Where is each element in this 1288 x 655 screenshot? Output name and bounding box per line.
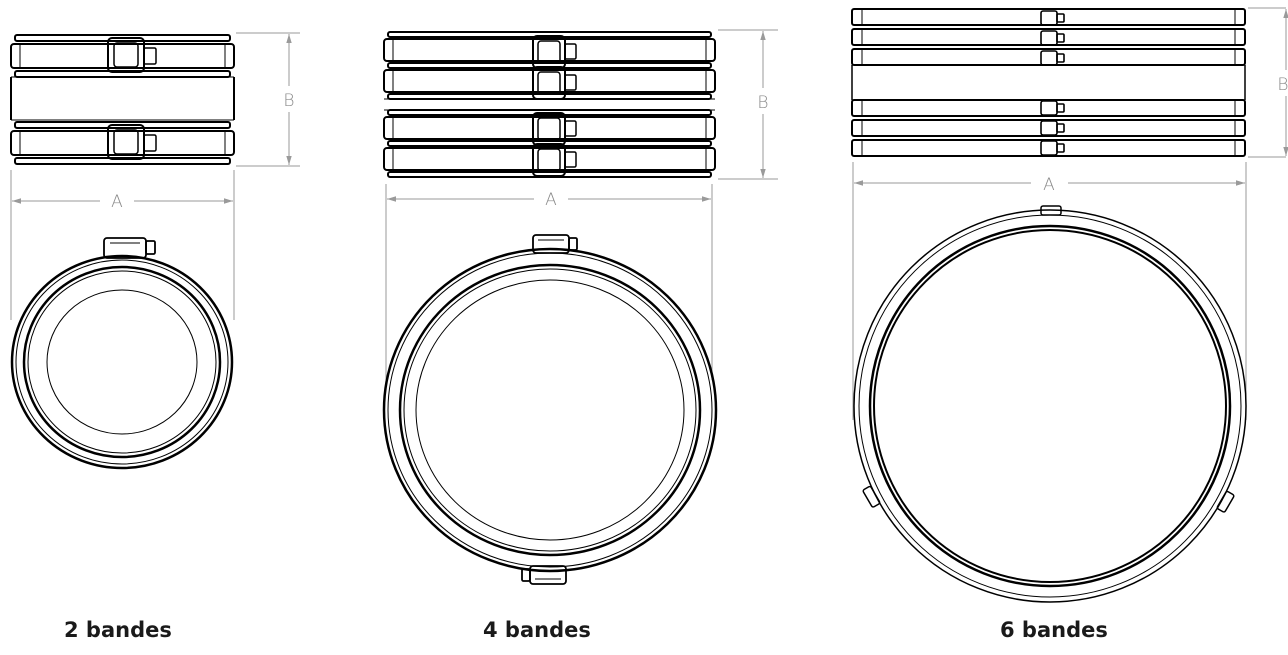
dim-label-a: A — [1043, 175, 1055, 195]
dim-label-a: A — [545, 190, 557, 210]
clamp-buckle-icon — [532, 234, 578, 254]
variant-4-bandes: B A — [382, 29, 778, 585]
clamp-buckle-icon — [532, 66, 577, 100]
dim-label-a: A — [111, 192, 123, 212]
caption-4-bandes: 4 bandes — [483, 618, 591, 642]
clamp-buckle-icon — [107, 124, 157, 160]
clamp-buckle-icon — [1040, 205, 1062, 216]
top-view-4-bandes — [382, 234, 718, 585]
variant-2-bandes: B A — [10, 32, 300, 470]
clamp-buckle-icon — [532, 143, 577, 177]
caption-2-bandes: 2 bandes — [64, 618, 172, 642]
clamp-buckle-icon — [1040, 140, 1065, 156]
side-view-4-bandes — [383, 31, 716, 178]
dimension-b-2-bandes: B — [236, 32, 300, 167]
dim-label-b: B — [1277, 75, 1288, 95]
clamp-buckle-icon — [521, 565, 567, 585]
dim-label-b: B — [757, 93, 768, 113]
clamp-buckle-icon — [1040, 120, 1065, 136]
dimension-a-4-bandes: A — [385, 184, 713, 380]
dimension-a-2-bandes: A — [10, 170, 235, 320]
clamp-buckle-icon — [1040, 30, 1065, 46]
caption-6-bandes: 6 bandes — [1000, 618, 1108, 642]
clamp-buckle-icon — [107, 37, 157, 73]
top-view-6-bandes — [853, 205, 1247, 603]
side-view-6-bandes — [851, 8, 1246, 157]
clamp-buckle-icon — [1040, 50, 1065, 66]
clamp-buckle-icon — [1216, 490, 1235, 513]
dimension-a-6-bandes: A — [852, 162, 1247, 420]
top-view-2-bandes — [10, 237, 234, 470]
dimension-b-4-bandes: B — [718, 29, 778, 180]
clamp-buckle-icon — [103, 237, 156, 259]
clamp-buckle-icon — [1040, 100, 1065, 116]
variant-6-bandes: B A — [851, 7, 1288, 603]
side-view-2-bandes — [10, 34, 235, 165]
dimension-b-6-bandes: B — [1248, 7, 1288, 158]
clamp-buckle-icon — [862, 485, 881, 508]
clamp-buckle-icon — [1040, 10, 1065, 26]
dim-label-b: B — [283, 91, 294, 111]
